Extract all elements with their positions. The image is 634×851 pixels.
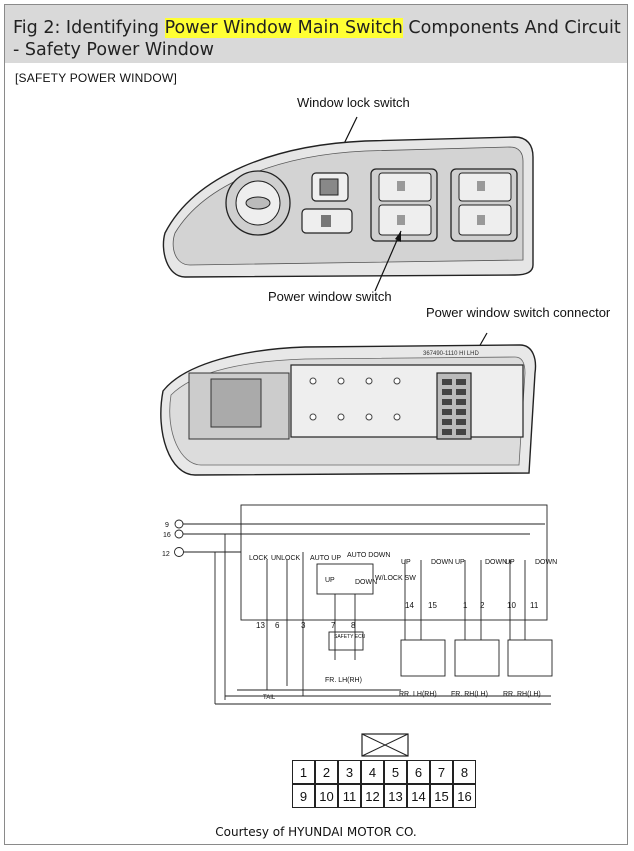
figure-frame: Fig 2: Identifying Power Window Main Swi…: [4, 4, 628, 845]
connector-pin: 5: [384, 760, 407, 784]
connector-pin: 8: [453, 760, 476, 784]
connector-pin: 12: [361, 784, 384, 808]
input-terminal-12: 12: [162, 551, 170, 558]
motor-label-rr-lh: RR. LH(RH): [399, 691, 437, 698]
label-wlock-sw: W/LOCK SW: [375, 575, 416, 582]
pin-label-3: 3: [301, 621, 306, 630]
connector-pin: 13: [384, 784, 407, 808]
connector-pin: 9: [292, 784, 315, 808]
title-highlight: Power Window Main Switch: [164, 18, 403, 38]
pin-label-11: 11: [530, 601, 539, 610]
switch-panel-back-illustration: 367490-1110 HI LHD: [160, 332, 537, 476]
callout-power-window-switch: Power window switch: [268, 289, 392, 304]
label-down-inner: DOWN: [355, 579, 377, 586]
connector-pin: 6: [407, 760, 430, 784]
label-auto-down: AUTO DOWN: [347, 552, 390, 559]
pin-label-13: 13: [256, 621, 265, 630]
connector-latch-icon: [361, 733, 409, 757]
motor-label-fr-rh: FR. RH(LH): [451, 691, 488, 698]
figure-title: Fig 2: Identifying Power Window Main Swi…: [13, 17, 623, 61]
label-down-3: DOWN: [535, 559, 557, 566]
label-tail: TAIL: [263, 695, 276, 701]
connector-pin: 1: [292, 760, 315, 784]
connector-pin: 2: [315, 760, 338, 784]
label-down-1: DOWN: [431, 559, 453, 566]
connector-pin: 14: [407, 784, 430, 808]
title-suffix: Components And Circuit - Safety Power Wi…: [13, 18, 621, 60]
title-prefix: Fig 2: Identifying: [13, 18, 165, 38]
motor-label-rr-rh: RR. RH(LH): [503, 691, 541, 698]
connector-pin: 7: [430, 760, 453, 784]
label-down-2: DOWN: [485, 559, 507, 566]
input-terminal-9: 9: [165, 522, 169, 529]
callout-window-lock-switch: Window lock switch: [297, 95, 410, 110]
label-safety-ecu: SAFETY ECU: [334, 634, 366, 640]
courtesy-credit: Courtesy of HYUNDAI MOTOR CO.: [215, 825, 417, 839]
callout-power-window-switch-connector: Power window switch connector: [426, 305, 611, 320]
connector-pin: 16: [453, 784, 476, 808]
circuit-diagram: 9 16 12 LOCK UNLOCK AUTO UP AUTO DOWN UP…: [162, 504, 557, 705]
motor-label-fr-lh: FR. LH(RH): [325, 677, 362, 684]
pin-label-8: 8: [351, 621, 356, 630]
connector-pin: 11: [338, 784, 361, 808]
pin-label-10: 10: [507, 601, 516, 610]
pin-label-1: 1: [463, 601, 468, 610]
input-terminal-16: 16: [163, 532, 171, 539]
figure-header: Fig 2: Identifying Power Window Main Swi…: [5, 5, 627, 63]
label-up-3: UP: [505, 559, 515, 566]
pin-label-15: 15: [428, 601, 437, 610]
connector-pin-grid: 1 2 3 4 5 6 7 8 9 10 11 12 13 14 15 16: [292, 760, 481, 812]
pin-label-2: 2: [480, 601, 485, 610]
switch-panel-front-illustration: [162, 116, 534, 292]
connector-pin: 10: [315, 784, 338, 808]
label-up-1: UP: [401, 559, 411, 566]
power-window-switch-leader: [374, 230, 402, 292]
label-auto-up: AUTO UP: [310, 555, 341, 562]
pin-label-14: 14: [405, 601, 414, 610]
connector-pin: 15: [430, 784, 453, 808]
label-unlock: UNLOCK: [271, 555, 301, 562]
pin-label-6: 6: [275, 621, 280, 630]
pin-label-7: 7: [331, 621, 336, 630]
connector-pin: 4: [361, 760, 384, 784]
label-up-inner: UP: [325, 577, 335, 584]
section-label: [SAFETY POWER WINDOW]: [15, 71, 177, 85]
window-switch-cluster: [370, 168, 518, 242]
label-lock: LOCK: [249, 555, 268, 562]
back-cover-label: 367490-1110 HI LHD: [423, 351, 479, 357]
label-up-2: UP: [455, 559, 465, 566]
connector-pin: 3: [338, 760, 361, 784]
